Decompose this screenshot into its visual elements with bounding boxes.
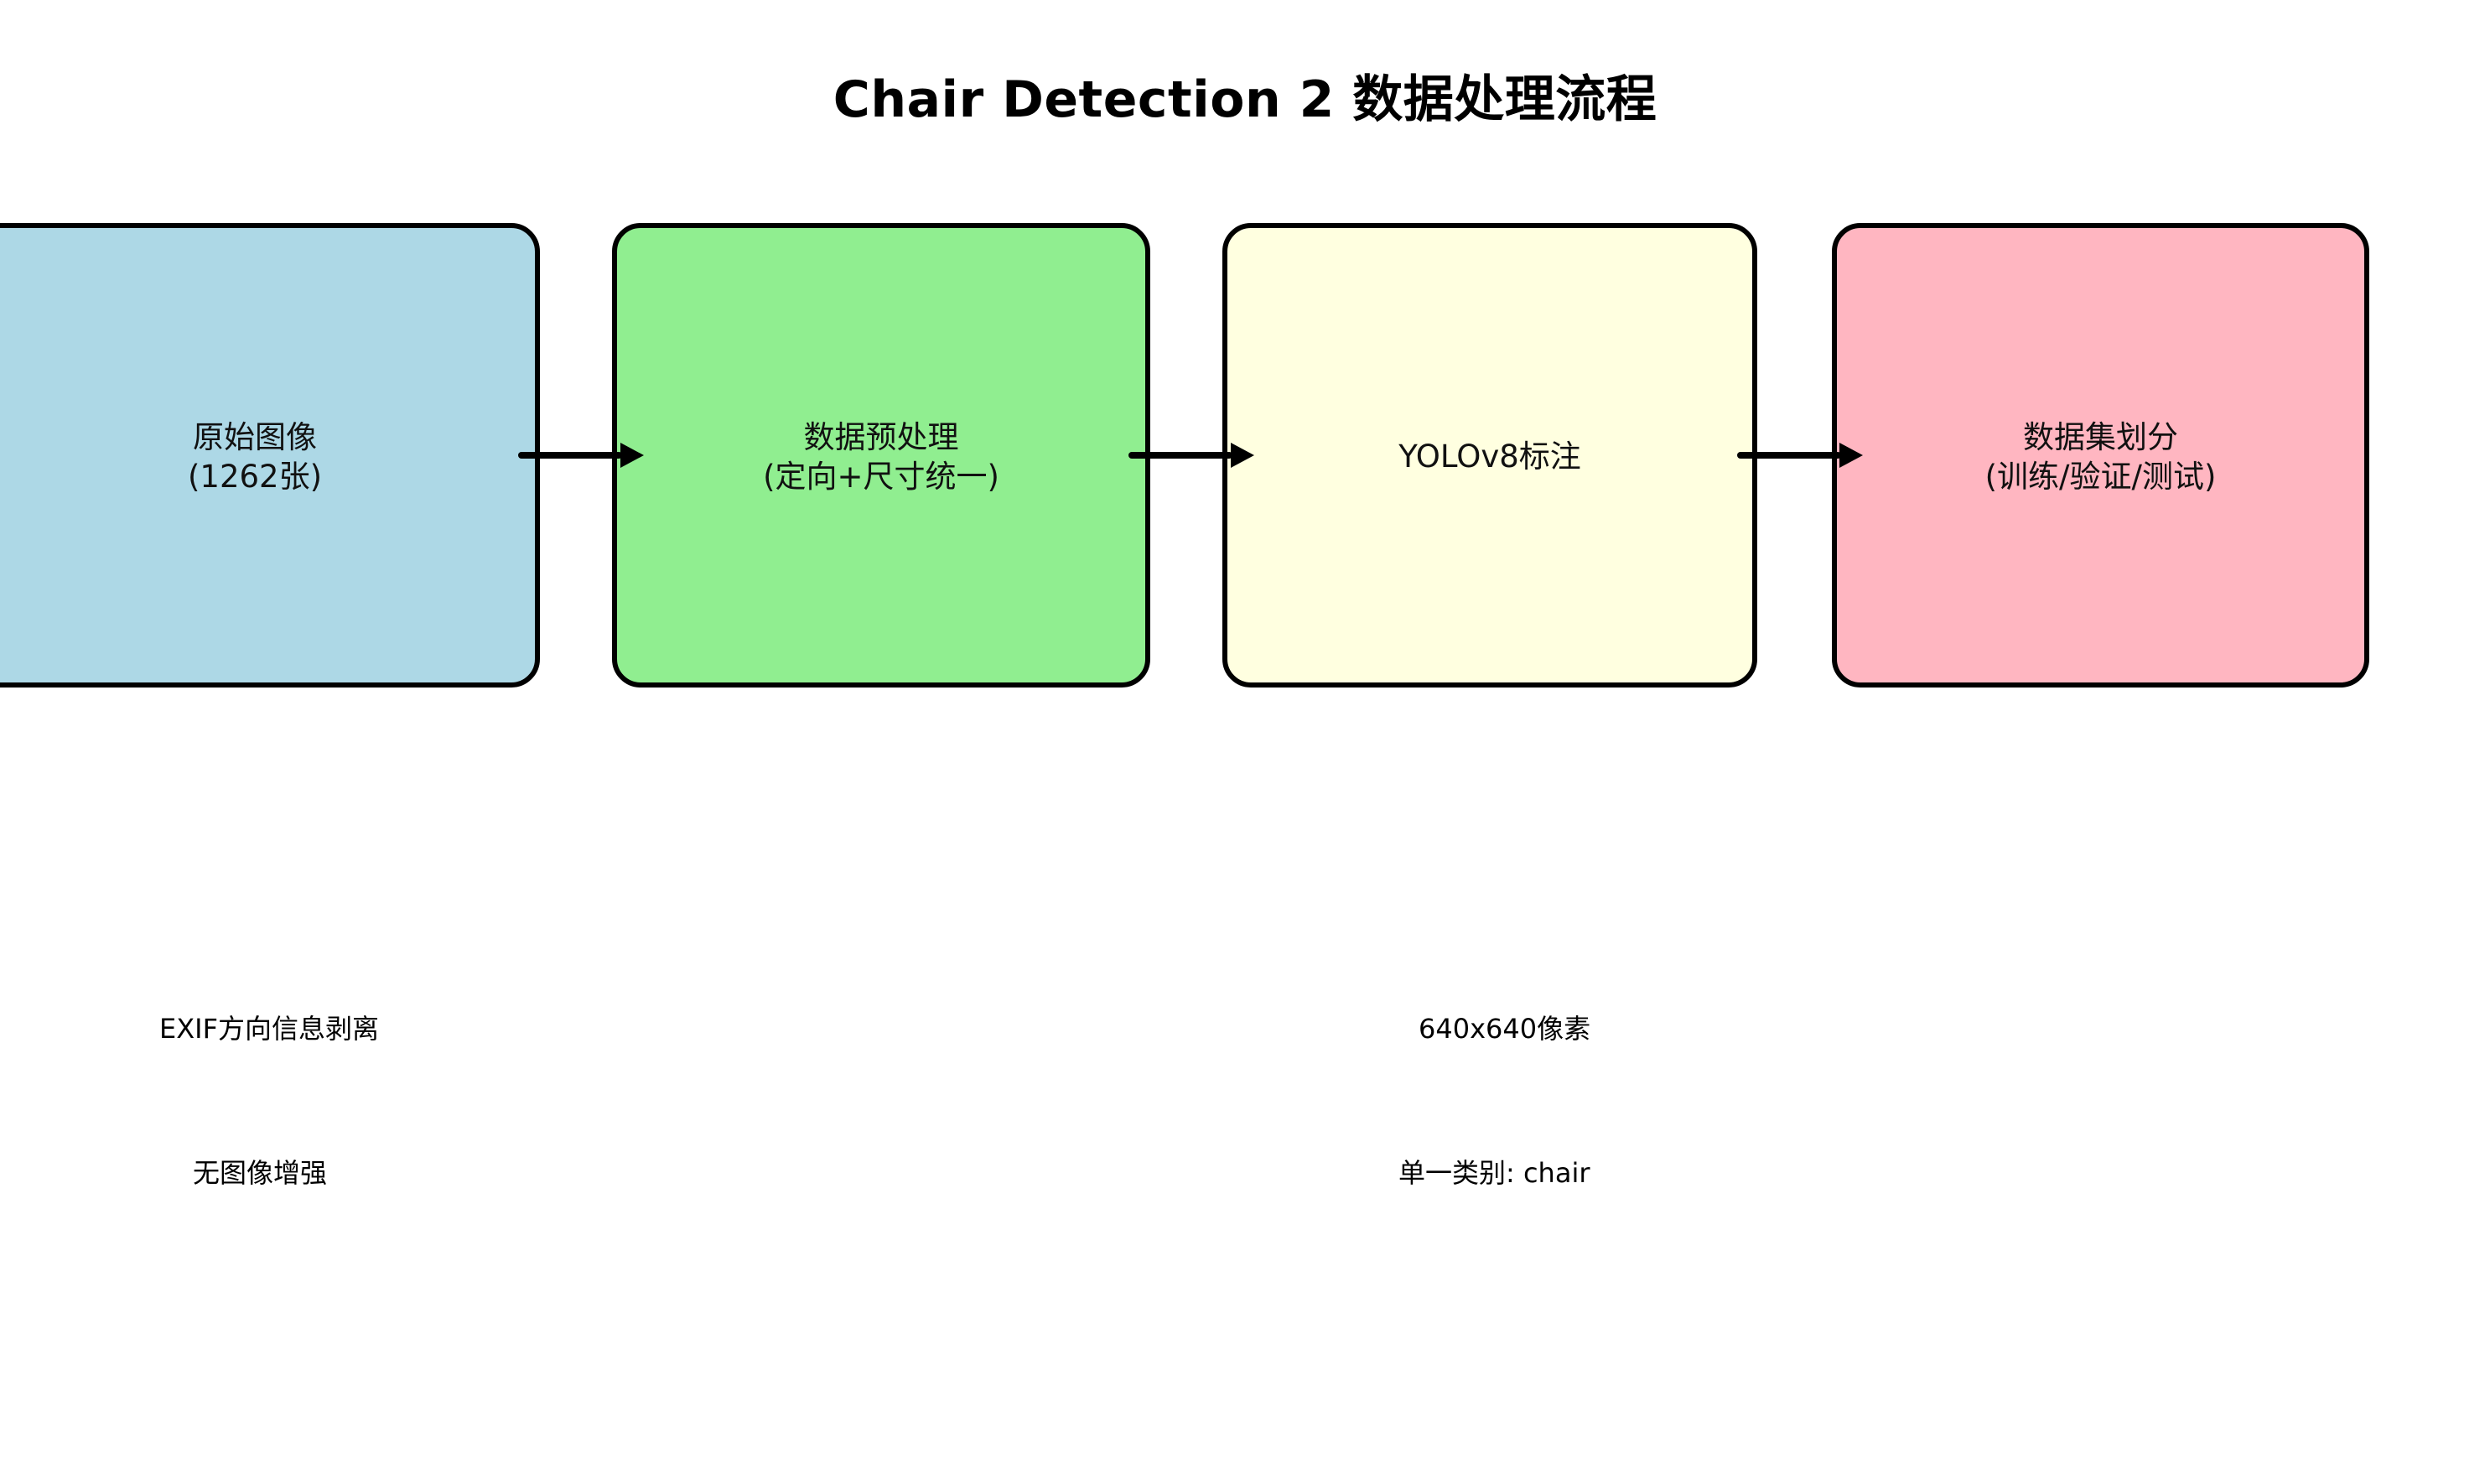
note-image-size: 640x640像素 — [1419, 1013, 1591, 1045]
note-single-class: 单一类别: chair — [1398, 1157, 1590, 1189]
flow-node-annotation-label: YOLOv8标注 — [1398, 438, 1581, 475]
flow-node-dataset-split[interactable]: 数据集划分 (训练/验证/测试) — [1832, 223, 2369, 688]
note-exif-orientation: EXIF方向信息剥离 — [159, 1013, 379, 1045]
flow-node-raw-images-label: 原始图像 (1262张) — [187, 418, 323, 495]
flow-node-preprocess[interactable]: 数据预处理 (定向+尺寸统一) — [612, 223, 1150, 688]
flow-node-raw-images[interactable]: 原始图像 (1262张) — [0, 223, 540, 688]
flow-node-annotation[interactable]: YOLOv8标注 — [1222, 223, 1757, 688]
flow-node-preprocess-label: 数据预处理 (定向+尺寸统一) — [763, 418, 999, 495]
page-title: Chair Detection 2 数据处理流程 — [833, 70, 1657, 129]
flow-node-dataset-split-label: 数据集划分 (训练/验证/测试) — [1984, 418, 2217, 495]
note-no-augmentation: 无图像增强 — [193, 1157, 328, 1189]
